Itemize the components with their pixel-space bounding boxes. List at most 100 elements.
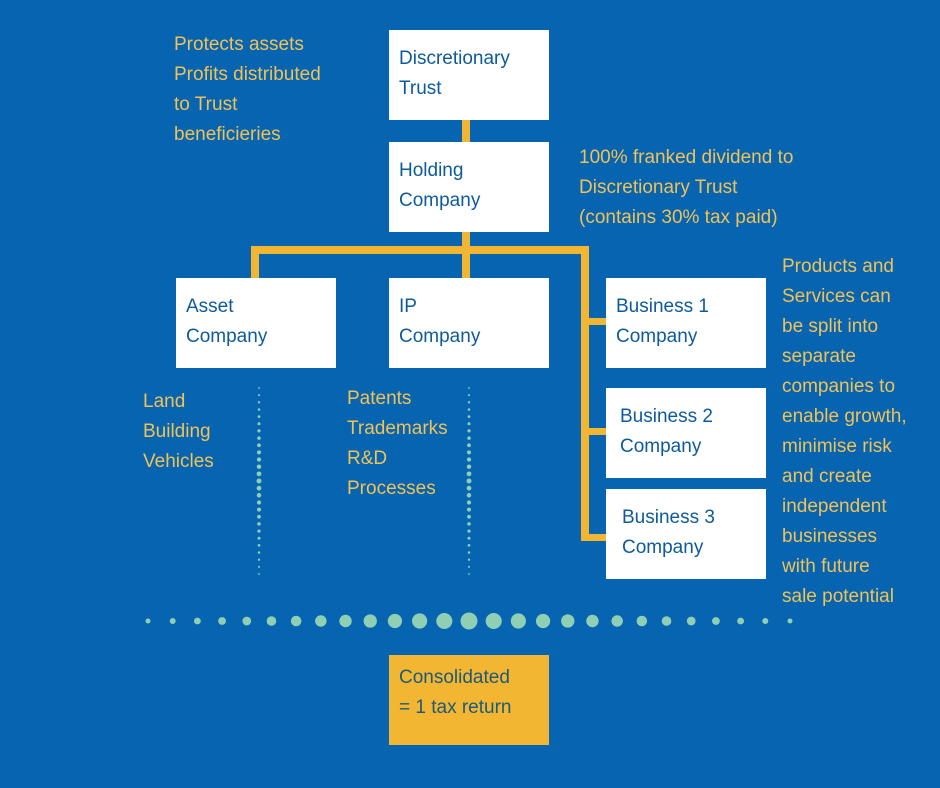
note-line: (contains 30% tax paid) — [579, 207, 778, 228]
vertical-separator-dot — [467, 558, 471, 561]
vertical-separator-dot — [467, 401, 471, 404]
consolidated-box: Consolidated = 1 tax return — [389, 655, 549, 745]
business-note: Products and Services can be split into … — [782, 252, 907, 612]
note-line: Products and — [782, 256, 894, 277]
note-line: R&D — [347, 448, 388, 469]
separator-dot — [242, 616, 252, 626]
box-label-line: Asset — [186, 296, 234, 317]
separator-dot — [460, 612, 478, 630]
box-label-line: Business 2 — [620, 406, 713, 427]
vertical-separator-dot — [257, 394, 261, 397]
trust-note: Protects assets Profits distributed to T… — [174, 30, 321, 150]
vertical-separator-dot — [466, 464, 472, 469]
box-label-line: Company — [616, 326, 698, 347]
connector-business-1 — [581, 318, 607, 325]
separator-dot — [169, 618, 176, 624]
discretionary-trust-box: Discretionary Trust — [389, 30, 549, 120]
box-label-line: Business 1 — [616, 296, 709, 317]
vertical-separator-dot — [256, 471, 262, 477]
note-line: Discretionary Trust — [579, 177, 738, 198]
vertical-separator-dot — [257, 408, 261, 411]
separator-dot — [712, 617, 720, 625]
vertical-separator-dot — [257, 536, 261, 540]
connector-holding-down — [462, 232, 470, 278]
vertical-separator-dot — [256, 450, 262, 455]
vertical-separator-dot — [467, 422, 471, 426]
vertical-separator-dot — [466, 493, 472, 498]
vertical-separator-dot — [256, 457, 262, 462]
business-2-company-box: Business 2 Company — [606, 388, 766, 478]
vertical-separator-dot — [467, 443, 471, 448]
vertical-separator-dot — [257, 429, 261, 433]
note-line: businesses — [782, 526, 878, 547]
note-line: Patents — [347, 388, 412, 409]
business-1-company-box: Business 1 Company — [606, 278, 766, 368]
vertical-separator-dot — [257, 529, 261, 533]
note-line: Trademarks — [347, 418, 448, 439]
separator-dot — [193, 617, 201, 625]
vertical-separator-dot — [467, 551, 471, 554]
separator-dot — [387, 613, 403, 629]
vertical-separator-dot — [257, 551, 261, 554]
note-line: Profits distributed — [174, 64, 321, 85]
vertical-separator-dot — [257, 558, 261, 561]
vertical-separator-dot — [466, 457, 472, 462]
vertical-separator-dot — [466, 500, 472, 505]
vertical-separator-dot — [257, 401, 261, 404]
note-line: beneficieries — [174, 124, 281, 145]
ip-note: Patents Trademarks R&D Processes — [347, 384, 448, 504]
vertical-separator-dot — [256, 507, 262, 512]
vertical-separator-dot — [257, 415, 261, 419]
vertical-separator-dot — [467, 565, 471, 568]
separator-dot — [661, 616, 672, 626]
box-label-line: Company — [399, 190, 481, 211]
separator-dot — [315, 615, 327, 627]
separator-dot — [586, 614, 599, 628]
note-line: 100% franked dividend to — [579, 147, 794, 168]
separator-dot — [339, 614, 352, 628]
separator-dot — [145, 618, 151, 624]
vertical-separator-dot — [467, 514, 471, 519]
vertical-separator-dot — [466, 485, 472, 491]
vertical-separator-dot — [466, 450, 472, 455]
box-label-line: Trust — [399, 78, 442, 99]
separator-dot — [485, 612, 502, 630]
box-label-line: Company — [620, 436, 702, 457]
note-line: and create — [782, 466, 872, 487]
vertical-separator-dot — [256, 478, 262, 484]
consolidated-line: = 1 tax return — [399, 697, 512, 718]
note-line: minimise risk — [782, 436, 892, 457]
separator-dot — [636, 615, 648, 627]
box-label-line: Company — [399, 326, 481, 347]
vertical-separator-dot — [257, 565, 261, 568]
vertical-separator-dot — [468, 387, 470, 389]
vertical-separator-dot — [467, 536, 471, 540]
box-label-line: Company — [622, 537, 704, 558]
vertical-separator-dot — [467, 529, 471, 533]
separator-dot — [218, 617, 226, 625]
vertical-separator-dot — [467, 429, 471, 433]
connector-business-vertical — [581, 246, 589, 541]
ip-company-box: IP Company — [389, 278, 549, 368]
separator-dot — [611, 615, 623, 627]
separator-dot — [762, 618, 769, 624]
consolidated-line: Consolidated — [399, 667, 510, 688]
note-line: sale potential — [782, 586, 894, 607]
vertical-separator-dot — [466, 471, 472, 477]
vertical-separator-dot — [256, 485, 262, 491]
box-label-line: Discretionary — [399, 48, 510, 69]
connector-business-2 — [581, 428, 607, 435]
note-line: Building — [143, 421, 211, 442]
box-label-line: Holding — [399, 160, 464, 181]
vertical-separator-dot — [257, 443, 261, 448]
vertical-separator-dot — [257, 422, 261, 426]
business-3-company-box: Business 3 Company — [606, 489, 766, 579]
separator-dot — [535, 613, 551, 629]
note-line: Land — [143, 391, 186, 412]
note-line: separate — [782, 346, 856, 367]
vertical-separator-dot — [258, 387, 260, 389]
note-line: be split into — [782, 316, 879, 337]
vertical-separator-dot — [466, 507, 472, 512]
note-line: Protects assets — [174, 34, 304, 55]
